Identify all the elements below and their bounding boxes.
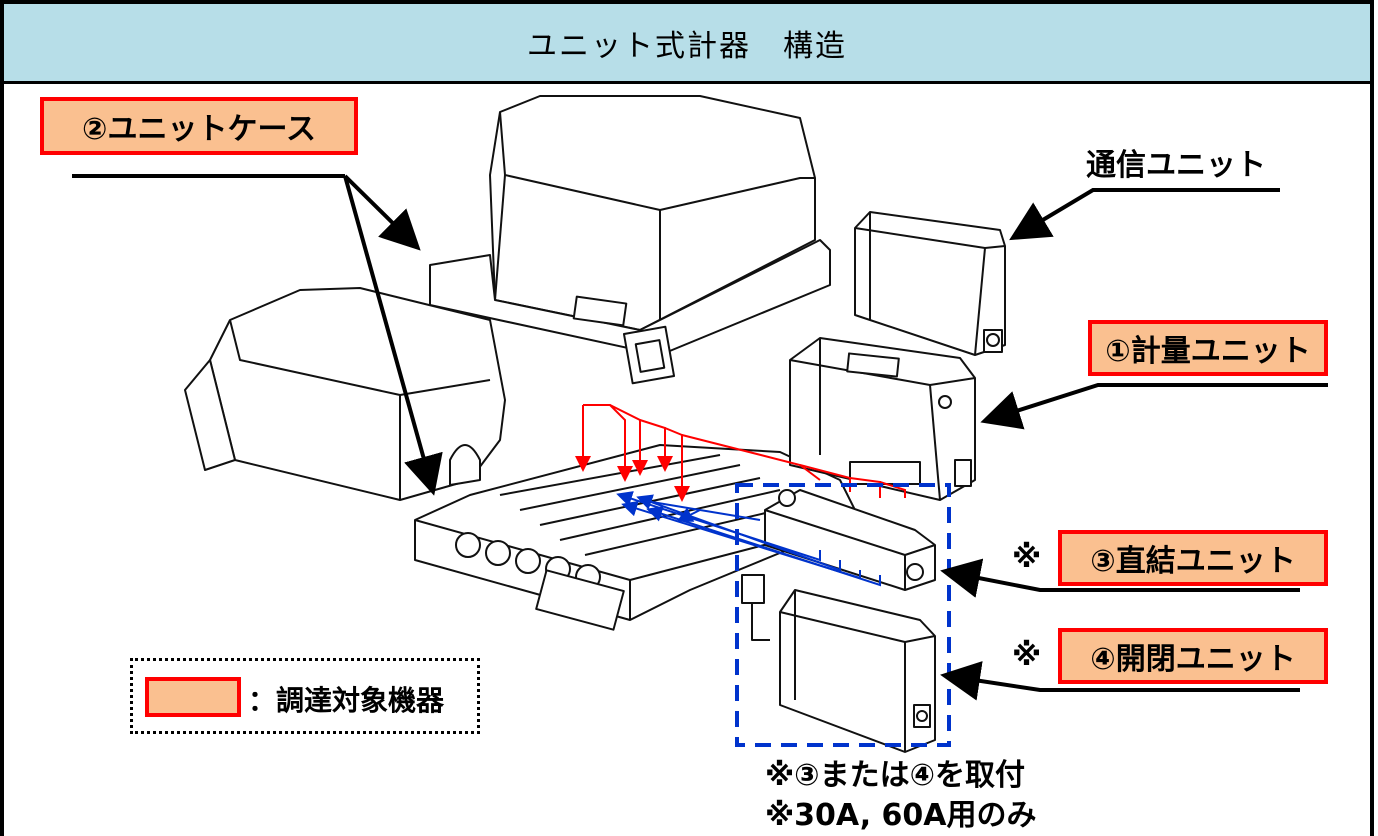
unit-case-label: ②ユニットケース [40, 97, 358, 155]
direct-unit-label: ③直結ユニット [1058, 530, 1328, 586]
small-cover-drawing [184, 287, 506, 501]
meter-unit-drawing [789, 337, 976, 501]
switch-unit-drawing [741, 574, 936, 753]
leader-lines [72, 174, 1328, 701]
comm-unit-drawing [854, 211, 1006, 356]
page-title: ユニット式計器 構造 [4, 4, 1370, 84]
legend-box: ：調達対象機器 [130, 658, 480, 734]
note-line-1: ※③または④を取付 [765, 758, 1025, 793]
comm-unit-label: 通信ユニット [1086, 148, 1266, 183]
red-connection-arrows [575, 404, 906, 502]
meter-unit-label: ①計量ユニット [1088, 320, 1328, 376]
legend-text: ：調達対象機器 [248, 684, 445, 717]
switch-unit-mark: ※ [1012, 638, 1042, 673]
optional-units-dashed-box [735, 483, 951, 747]
direct-unit-drawing [764, 489, 936, 591]
legend-swatch [145, 677, 241, 717]
blue-connection-arrows [616, 491, 881, 587]
direct-unit-mark: ※ [1012, 540, 1042, 575]
switch-unit-label: ④開閉ユニット [1058, 628, 1328, 684]
large-cover-drawing [429, 95, 831, 385]
note-line-2: ※30A, 60A用のみ [765, 798, 1037, 833]
